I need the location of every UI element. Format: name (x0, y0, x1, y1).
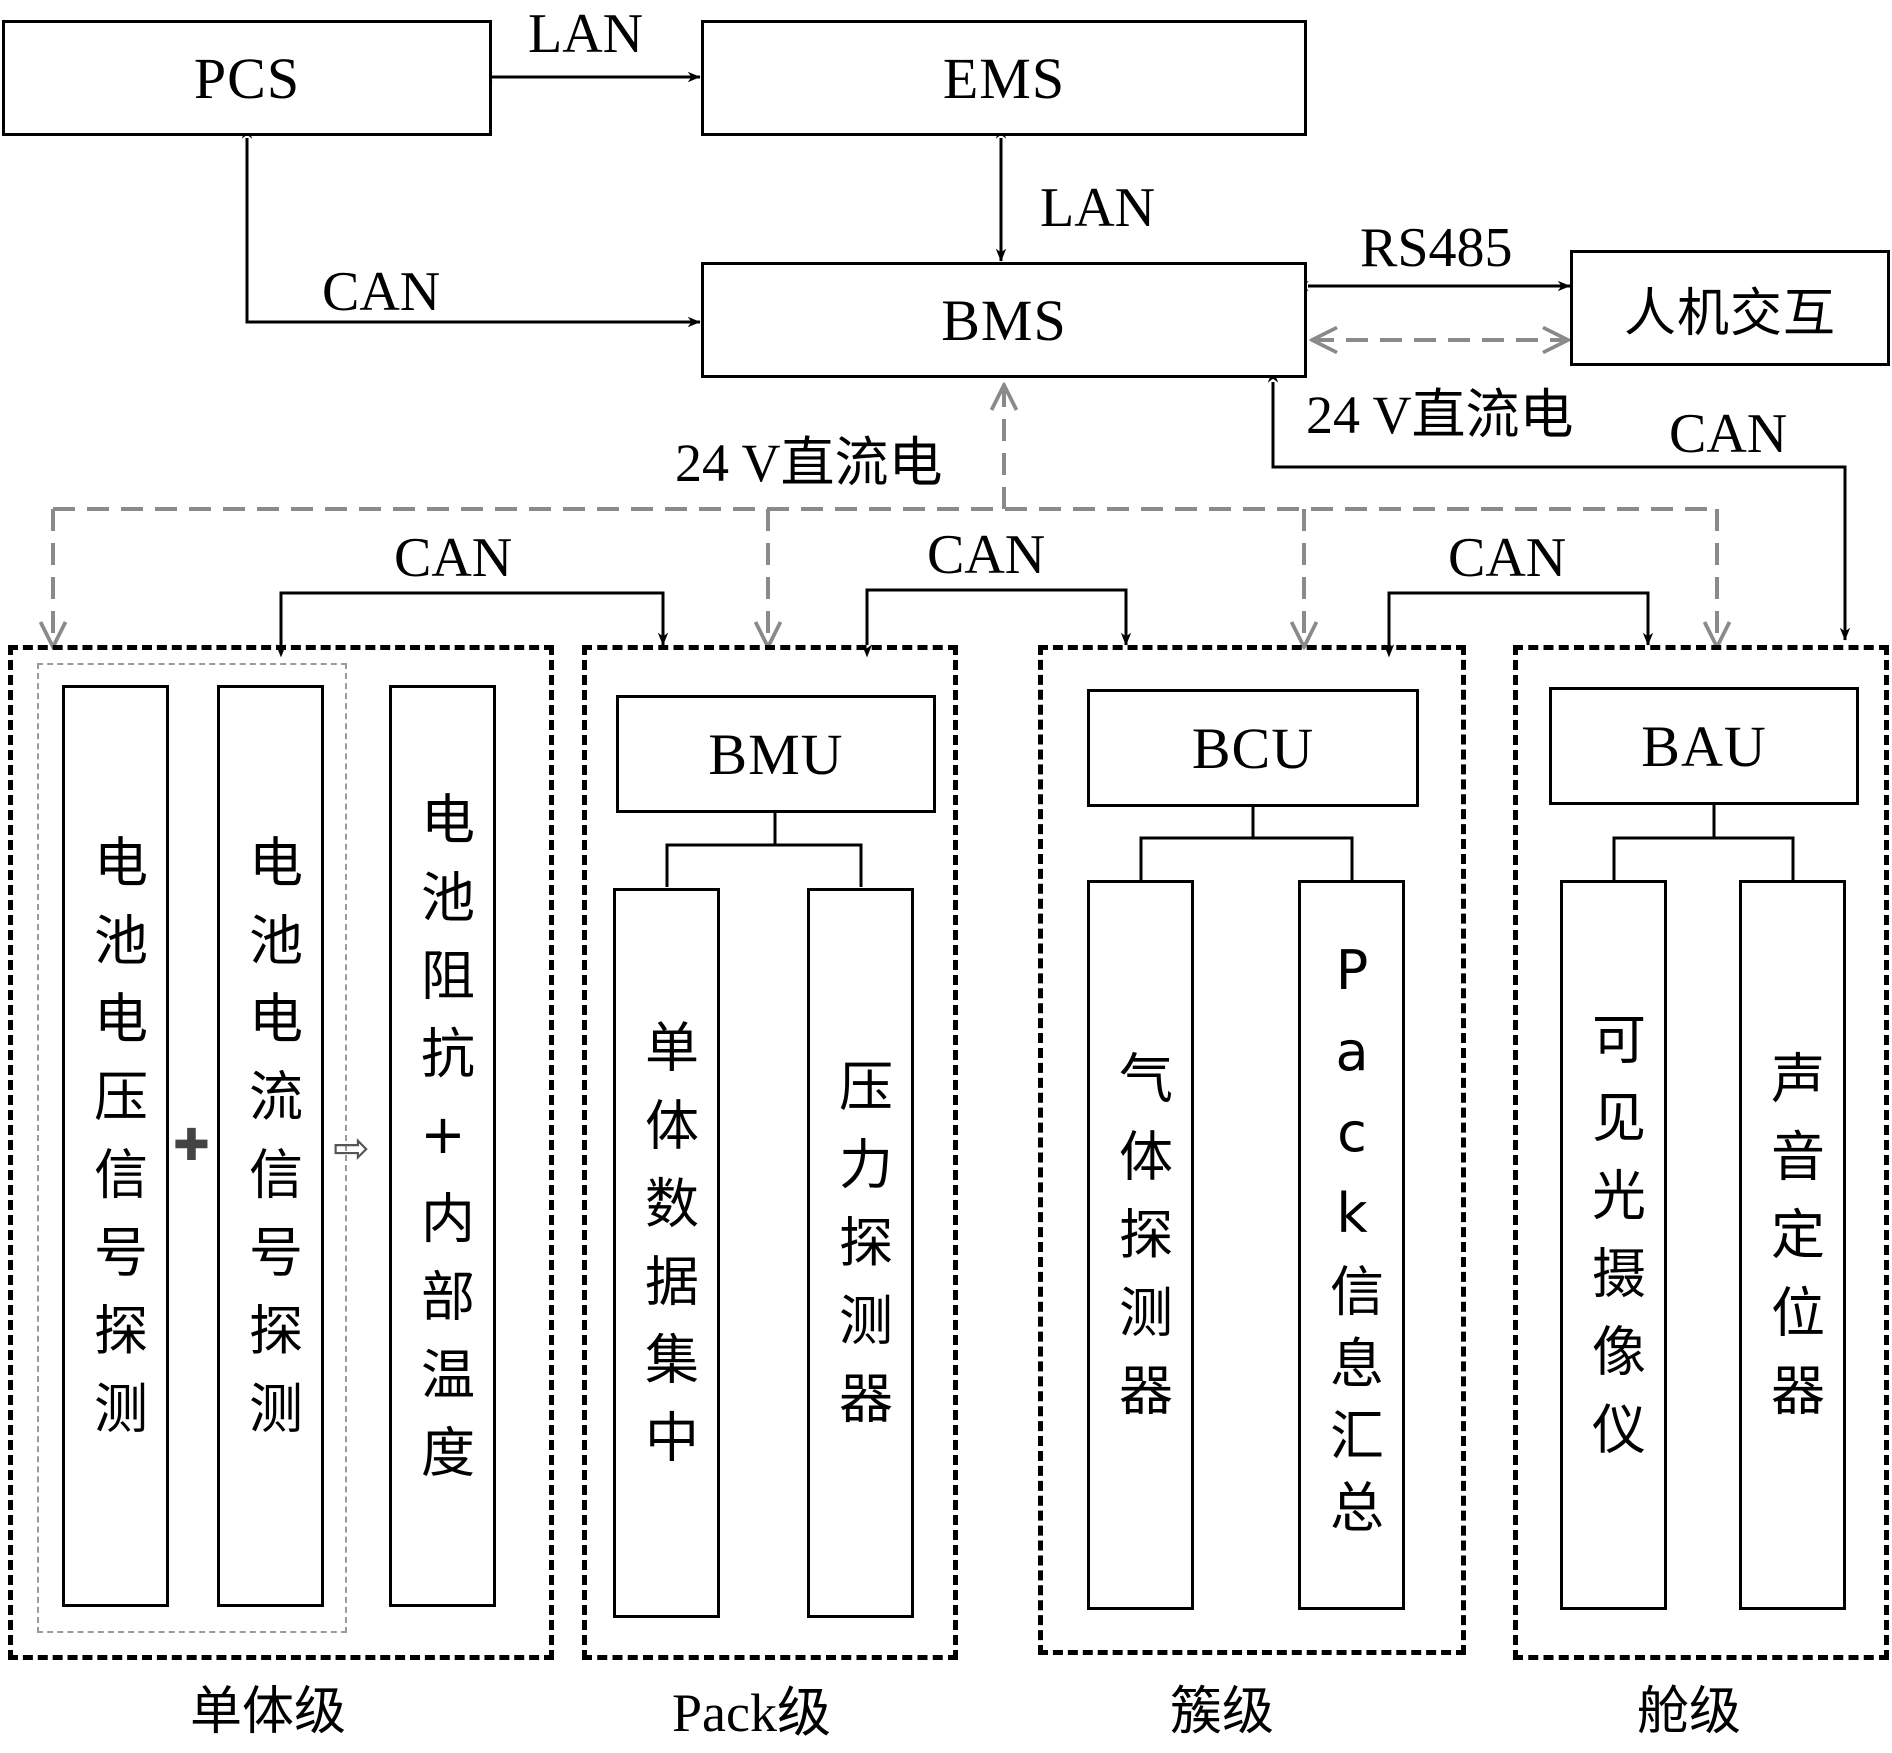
cell-item-current-label: 电池电流信号探测 (239, 834, 303, 1458)
cell-item-voltage-label: 电池电压信号探测 (84, 834, 148, 1458)
tree-bmu (665, 811, 777, 887)
label-ems-bms: LAN (1040, 177, 1156, 239)
cabin-item-acoustic-label: 声音定位器 (1761, 1050, 1825, 1440)
label-pcs-ems: LAN (528, 3, 644, 65)
tree-bmu-right (775, 843, 863, 887)
pack-item-cell-data-label: 单体数据集中 (635, 1019, 699, 1487)
bcu-box: BCU (1087, 689, 1419, 807)
tree-bau-right (1714, 836, 1795, 880)
hmi-label: 人机交互 (1623, 283, 1836, 344)
link-cluster-cabin (1383, 591, 1654, 658)
cell-level-label: 单体级 (190, 1682, 347, 1742)
pcs-box: PCS (2, 20, 492, 136)
right-arrow-icon: ⇨ (333, 1123, 370, 1174)
cell-item-impedance: 电池阻抗+内部温度 (389, 685, 496, 1607)
cabin-level-label: 舱级 (1637, 1682, 1742, 1742)
cell-item-voltage: 电池电压信号探测 (62, 685, 169, 1607)
cell-signal-subgroup (37, 663, 347, 1633)
label-bms-cabin: CAN (1669, 403, 1788, 465)
cluster-item-gas-label: 气体探测器 (1109, 1050, 1173, 1440)
cabin-item-camera-label: 可见光摄像仪 (1582, 1011, 1646, 1479)
ems-box: EMS (701, 20, 1307, 136)
bmu-box: BMU (616, 695, 936, 813)
cabin-level-group (1513, 645, 1889, 1660)
label-bms-hmi-power: 24 V直流电 (1306, 385, 1574, 445)
bcu-label: BCU (1191, 715, 1315, 781)
bau-label: BAU (1641, 713, 1767, 779)
cell-level-group (8, 645, 554, 1660)
cell-item-impedance-label: 电池阻抗+内部温度 (411, 790, 475, 1502)
link-pack-cluster (861, 588, 1132, 658)
pack-level-group (582, 645, 958, 1660)
label-cell-pack: CAN (394, 527, 513, 589)
bau-box: BAU (1549, 687, 1859, 805)
cluster-level-label: 簇级 (1170, 1682, 1275, 1742)
pack-item-pressure: 压力探测器 (807, 888, 914, 1618)
plus-icon: ✚ (173, 1120, 210, 1171)
pack-level-label: Pack级 (672, 1683, 831, 1743)
pack-item-cell-data: 单体数据集中 (613, 888, 720, 1618)
cluster-item-gas: 气体探测器 (1087, 880, 1194, 1610)
bms-box: BMS (701, 262, 1307, 378)
label-pcs-bms: CAN (322, 261, 441, 323)
label-power-distribution: 24 V直流电 (675, 433, 943, 493)
cluster-item-pack-summary-label: Pack信息汇总 (1320, 939, 1384, 1551)
label-cluster-cabin: CAN (1448, 527, 1567, 589)
label-bms-hmi: RS485 (1360, 217, 1513, 279)
ems-label: EMS (942, 45, 1066, 111)
cluster-level-group (1038, 645, 1466, 1655)
pcs-label: PCS (193, 45, 301, 111)
tree-bau (1612, 803, 1716, 880)
pack-item-pressure-label: 压力探测器 (829, 1058, 893, 1448)
cell-item-current: 电池电流信号探测 (217, 685, 324, 1607)
tree-bcu-right (1253, 836, 1354, 880)
cluster-item-pack-summary: Pack信息汇总 (1298, 880, 1405, 1610)
cabin-item-camera: 可见光摄像仪 (1560, 880, 1667, 1610)
link-cell-pack (275, 591, 669, 658)
link-pcs-bms (241, 125, 701, 328)
link-bms-cabin (1267, 369, 1851, 641)
bms-label: BMS (941, 287, 1067, 353)
cabin-item-acoustic: 声音定位器 (1739, 880, 1846, 1610)
bmu-label: BMU (708, 721, 844, 787)
label-pack-cluster: CAN (927, 524, 1046, 586)
tree-bcu (1139, 805, 1255, 880)
hmi-box: 人机交互 (1570, 250, 1890, 366)
